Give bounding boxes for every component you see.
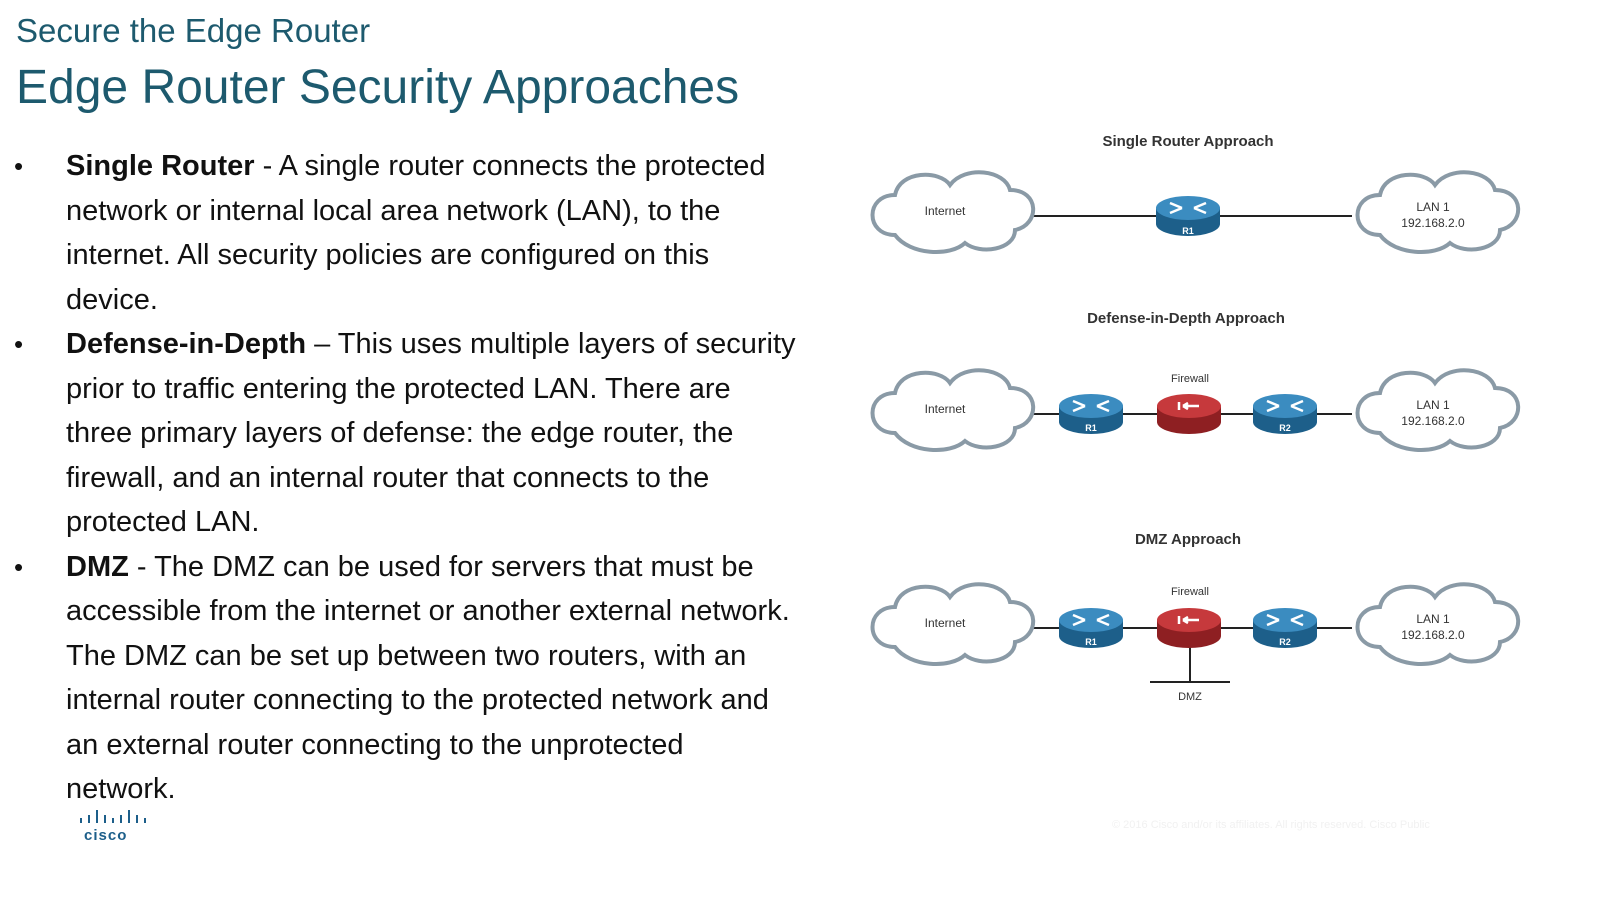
lan-name-label: LAN 1 [1416, 612, 1450, 626]
cisco-wordmark: cisco [84, 827, 127, 844]
bullet-text: - A single router connects the protected… [66, 150, 766, 316]
cisco-logo: cisco [80, 810, 146, 844]
bullet-term: Single Router [66, 150, 255, 182]
single-diagram-title: Single Router Approach [1102, 133, 1273, 150]
bullet-dot-icon: • [14, 551, 24, 582]
defense-in-depth-diagram: Defense-in-Depth Approach Internet R1 Fi… [870, 310, 1521, 453]
lan-ip-label: 192.168.2.0 [1401, 216, 1465, 230]
copyright-footer: © 2016 Cisco and/or its affiliates. All … [1112, 819, 1430, 831]
firewall-icon [1155, 606, 1223, 650]
single-router-diagram: Single Router Approach Internet R1 LAN 1… [870, 133, 1521, 255]
dmz-diagram-title: DMZ Approach [1135, 531, 1241, 548]
router-r2-label: R2 [1279, 637, 1291, 647]
dmz-label: DMZ [1178, 691, 1202, 703]
router-label: R1 [1182, 226, 1194, 236]
lan-ip-label: 192.168.2.0 [1401, 414, 1465, 428]
firewall-label: Firewall [1171, 586, 1209, 598]
router-r1-label: R1 [1085, 637, 1097, 647]
bullet-text: - The DMZ can be used for servers that m… [66, 550, 790, 806]
bullet-dot-icon: • [14, 329, 24, 359]
internet-label: Internet [925, 616, 966, 630]
router-r2-label: R2 [1279, 423, 1291, 433]
depth-diagram-title: Defense-in-Depth Approach [1087, 310, 1285, 327]
bullet-single-router: • Single Router - A single router connect… [0, 144, 800, 322]
internet-label: Internet [925, 402, 966, 416]
network-diagrams: Single Router Approach Internet R1 LAN 1… [870, 133, 1521, 703]
internet-label: Internet [925, 204, 966, 218]
bullet-term: Defense-in-Depth [66, 328, 307, 360]
slide-title: Edge Router Security Approaches [16, 61, 740, 114]
lan-name-label: LAN 1 [1416, 398, 1450, 412]
firewall-icon [1155, 392, 1223, 436]
section-subtitle: Secure the Edge Router [16, 12, 371, 49]
lan-name-label: LAN 1 [1416, 200, 1450, 214]
cisco-bars-icon [80, 810, 146, 823]
router-r1-label: R1 [1085, 423, 1097, 433]
bullet-dmz: • DMZ - The DMZ can be used for servers t… [0, 545, 800, 812]
bullet-list: • Single Router - A single router connect… [0, 144, 800, 812]
lan-ip-label: 192.168.2.0 [1401, 628, 1465, 642]
firewall-label: Firewall [1171, 373, 1209, 385]
dmz-diagram: DMZ Approach Internet R1 Firewall R2 LAN… [870, 531, 1521, 703]
bullet-text: – This uses multiple layers of security … [66, 328, 796, 538]
bullet-defense-in-depth: • Defense-in-Depth – This uses multiple l… [0, 322, 800, 545]
bullet-dot-icon: • [14, 151, 24, 181]
bullet-term: DMZ [66, 550, 129, 583]
